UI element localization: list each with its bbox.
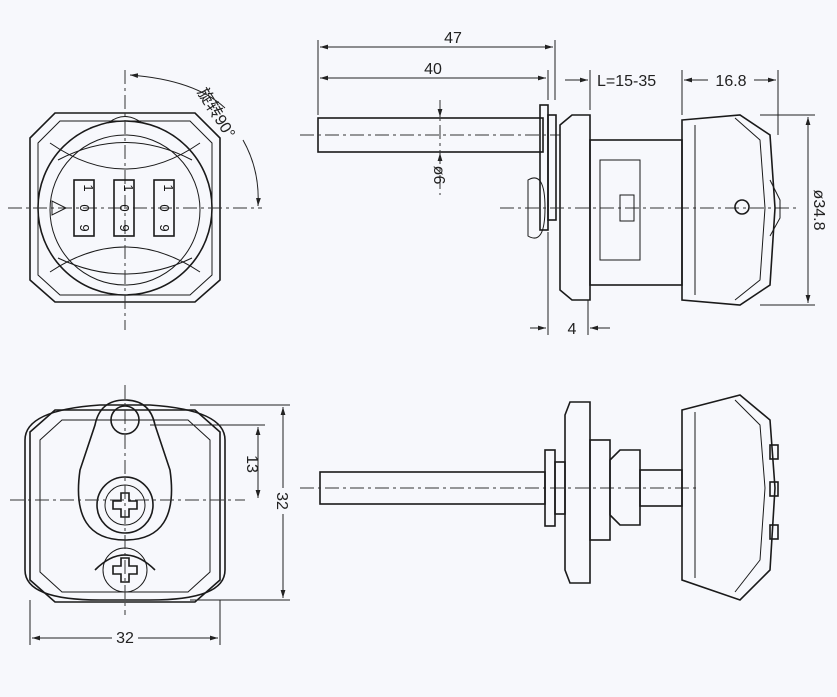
svg-text:1: 1 (81, 184, 96, 191)
dial-3: 1 0 9 (153, 179, 176, 237)
dim-overall-length: 47 (444, 30, 462, 47)
svg-text:0: 0 (157, 204, 172, 211)
svg-text:1: 1 (161, 184, 176, 191)
svg-text:9: 9 (117, 224, 132, 231)
back-view: 13 32 32 (10, 385, 292, 647)
dim-shaft-diameter: ø6 (430, 166, 447, 185)
svg-text:1: 1 (121, 184, 136, 191)
dial-2: 1 0 9 (113, 179, 136, 237)
dim-housing-diameter: ø34.8 (810, 190, 827, 231)
dim-width: 32 (116, 630, 134, 647)
side-view: 47 40 L=15-35 16.8 ø34.8 ø6 4 (300, 30, 827, 338)
svg-text:9: 9 (157, 224, 172, 231)
dial-1: 1 0 9 (73, 179, 96, 237)
side-view-rotated (300, 394, 779, 601)
svg-text:0: 0 (77, 204, 92, 211)
dim-flange-thickness: 4 (568, 321, 577, 338)
front-view: 1 0 9 1 0 9 1 0 9 旋转90° (8, 70, 262, 330)
dim-cam-offset: 13 (243, 455, 260, 473)
dim-height: 32 (273, 492, 290, 510)
dim-shaft-length: 40 (424, 61, 442, 78)
dim-panel-thickness: L=15-35 (597, 73, 656, 90)
svg-text:9: 9 (77, 224, 92, 231)
svg-text:0: 0 (117, 204, 132, 211)
dim-housing-depth: 16.8 (715, 73, 746, 90)
